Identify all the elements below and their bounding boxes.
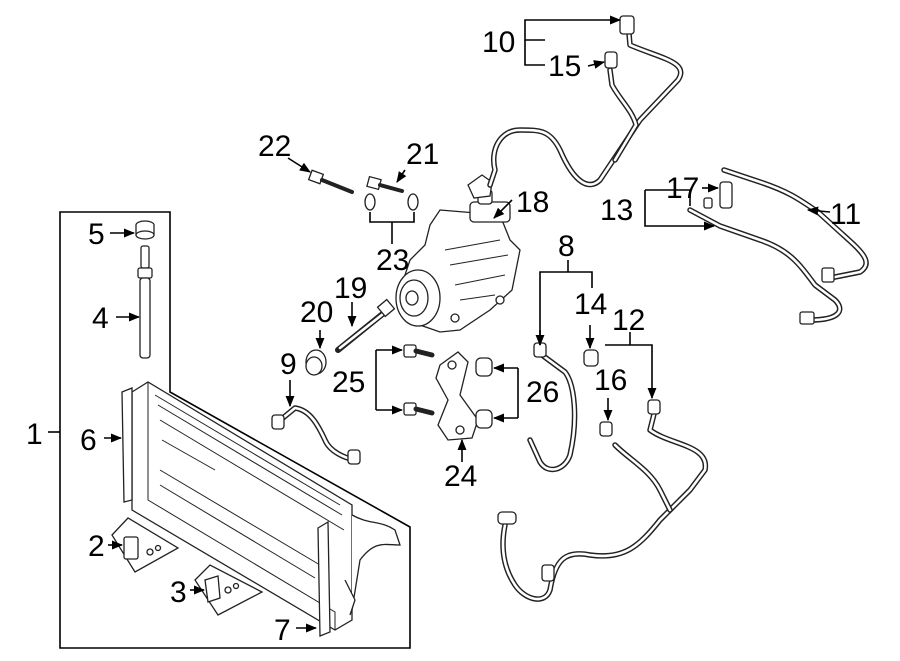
side-seal-left	[121, 387, 133, 503]
washers	[364, 193, 419, 211]
receiver-drier	[137, 245, 153, 359]
callout-24: 24	[444, 460, 477, 493]
sleeve	[305, 349, 327, 376]
callout-labels: 1 2 3 4 5 6 7 8 9 10 11 12 13 14 15 16 1…	[26, 26, 861, 647]
compressor-rod	[335, 298, 396, 353]
bushings	[475, 357, 493, 429]
leader-lines	[48, 15, 831, 633]
liquid-line-lower	[497, 399, 708, 602]
callout-23: 23	[376, 244, 409, 277]
callout-9: 9	[280, 348, 297, 381]
callout-20: 20	[300, 296, 333, 329]
callout-8: 8	[558, 230, 575, 263]
callout-4: 4	[92, 302, 109, 335]
callout-26: 26	[526, 376, 559, 409]
callout-15: 15	[548, 50, 581, 83]
callout-10: 10	[482, 26, 515, 59]
condenser-bracket-lower	[194, 564, 264, 616]
callout-14: 14	[574, 288, 607, 321]
callout-19: 19	[334, 272, 367, 305]
callout-1: 1	[26, 418, 43, 451]
compressor-bolt-long	[307, 169, 354, 194]
callout-25: 25	[332, 366, 365, 399]
suction-line-right	[687, 167, 869, 325]
callout-18: 18	[516, 186, 549, 219]
condenser-group	[59, 211, 411, 649]
callout-16: 16	[594, 364, 627, 397]
callout-22: 22	[258, 130, 291, 163]
hose-middle	[527, 342, 599, 473]
callout-11: 11	[830, 198, 861, 231]
callout-21: 21	[406, 138, 439, 171]
side-seal-right	[317, 520, 331, 637]
compressor-bolt-short	[366, 175, 404, 193]
callout-7: 7	[274, 614, 291, 647]
callout-13: 13	[600, 194, 633, 227]
callout-6: 6	[80, 424, 97, 457]
drier-cap	[135, 220, 155, 240]
condenser-core	[131, 381, 401, 631]
hose-left	[271, 405, 361, 465]
callout-5: 5	[88, 218, 105, 251]
compressor-bracket	[435, 351, 479, 441]
condenser-bracket-upper	[111, 517, 180, 573]
compressor-fitting	[467, 174, 493, 199]
callout-2: 2	[88, 530, 105, 563]
callout-12: 12	[612, 304, 645, 337]
callout-17: 17	[666, 172, 699, 205]
pressure-line-upper	[487, 15, 684, 188]
bracket-bolts	[403, 344, 435, 416]
callout-3: 3	[170, 576, 187, 609]
